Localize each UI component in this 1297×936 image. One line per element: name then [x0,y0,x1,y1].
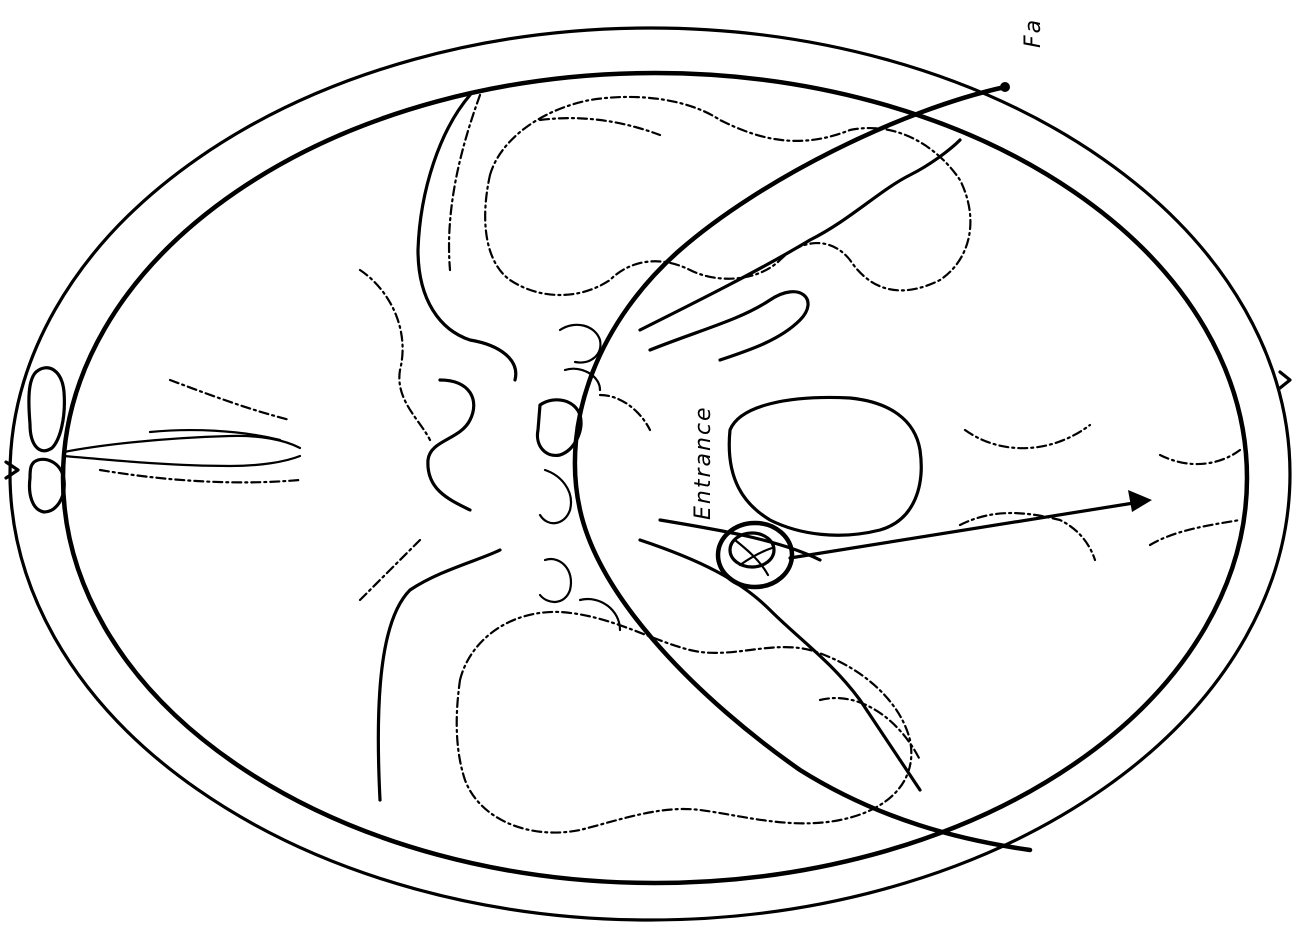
foramen-magnum [729,397,921,535]
side-marker-left [6,462,18,478]
entrance-wound [718,523,792,587]
trajectory-arc [575,87,1030,850]
frontal-sinus [29,368,64,512]
arc-start-marker [1000,82,1010,92]
anterior-fossa-border [360,95,516,800]
exit-arrow-head [1128,490,1152,512]
occipital-markings [960,425,1240,560]
petrous-ridges [640,140,960,790]
exit-arrow-shaft [790,502,1140,558]
skull-inner-outline [63,73,1247,883]
middle-fossa-upper [485,97,970,295]
corner-label: Fa [1021,18,1046,48]
entrance-label: Entrance [691,405,716,520]
side-marker-right [1280,372,1290,388]
crista-galli [64,380,300,482]
skull-outer-outline [10,28,1290,920]
